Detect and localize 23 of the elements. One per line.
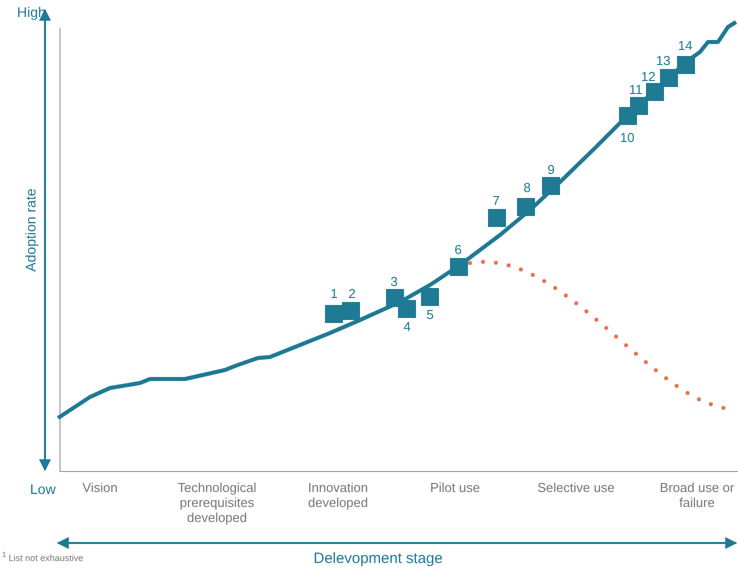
callout-number: 1 xyxy=(330,286,338,302)
callout-number: 13 xyxy=(656,54,670,68)
callout-number: 12 xyxy=(641,70,656,84)
callout-number: 14 xyxy=(678,38,692,54)
callout-number: 2 xyxy=(348,286,356,302)
stage-label: Broad use or failure xyxy=(658,481,736,511)
footnote: $^{1}$ List not exhaustive xyxy=(2,551,84,564)
stage-label: Innovation developed xyxy=(307,481,369,511)
callout-number: 6 xyxy=(454,242,462,258)
callout-number: 5 xyxy=(426,308,434,322)
axis-label: Low xyxy=(30,481,56,498)
callout-number: 11 xyxy=(629,82,642,98)
callout-number: 3 xyxy=(390,274,398,290)
callout-number: 10 xyxy=(620,130,634,146)
callout-number: 4 xyxy=(404,320,411,334)
callout-number: 9 xyxy=(548,162,555,178)
axis-label: Adoption rate xyxy=(22,188,38,272)
axis-title: Delevopment stage xyxy=(314,550,443,568)
callout-number: 8 xyxy=(524,180,531,196)
stage-label: Technological prerequisites developed xyxy=(176,481,258,526)
stage-label: Selective use xyxy=(536,481,616,496)
stage-label: Pilot use xyxy=(429,481,481,496)
callout-number: 7 xyxy=(492,194,500,208)
